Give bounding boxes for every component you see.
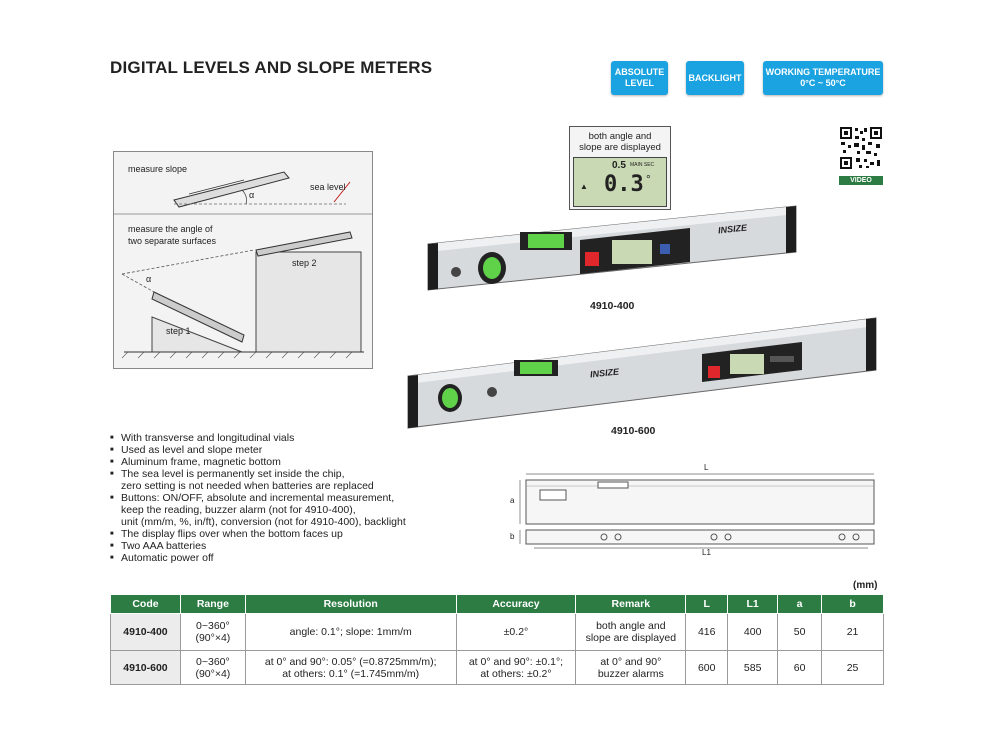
step1-label: step 1 — [166, 326, 191, 336]
table-header-row: Code Range Resolution Accuracy Remark L … — [110, 594, 884, 614]
column-header: b — [821, 594, 884, 614]
column-header: Range — [179, 594, 246, 614]
callout-text-line1: both angle and — [588, 131, 652, 142]
dim-a-label: a — [510, 496, 515, 505]
b-cell: 21 — [821, 613, 884, 651]
column-header: L — [685, 594, 729, 614]
remark-cell: at 0° and 90°buzzer alarms — [575, 650, 687, 685]
cell-line: 0~360° — [196, 620, 230, 632]
dim-b-label: b — [510, 532, 515, 541]
measure-angle-label-line1: measure the angle of — [128, 224, 213, 234]
L-cell: 600 — [685, 650, 729, 685]
cell-line: angle: 0.1°; slope: 1mm/m — [289, 626, 412, 638]
L1-cell: 585 — [727, 650, 779, 685]
page-title: DIGITAL LEVELS AND SLOPE METERS — [110, 58, 433, 77]
column-header: Code — [110, 594, 181, 614]
qr-code-icon — [839, 126, 883, 170]
accuracy-cell: ±0.2° — [455, 613, 577, 651]
spec-table: Code Range Resolution Accuracy Remark L … — [110, 594, 884, 685]
resolution-cell: angle: 0.1°; slope: 1mm/m — [244, 613, 457, 651]
badge-label: WORKING TEMPERATURE 0°C ~ 50°C — [765, 67, 881, 88]
absolute-level-badge: ABSOLUTE LEVEL — [611, 61, 668, 95]
step2-label: step 2 — [292, 258, 317, 268]
callout-text-line2: slope are displayed — [579, 142, 661, 153]
feature-list: With transverse and longitudinal vials U… — [110, 432, 490, 564]
L1-cell: 400 — [727, 613, 779, 651]
table-row: 4910-400 0~360°(90°×4) angle: 0.1°; slop… — [110, 613, 884, 651]
measure-angle-label-line2: two separate surfaces — [128, 236, 217, 246]
dim-L1-label: L1 — [702, 548, 711, 557]
range-cell: 0~360°(90°×4) — [179, 613, 246, 651]
lcd-main-reading: 0.3 — [604, 172, 644, 197]
table-row: 4910-600 0~360°(90°×4) at 0° and 90°: 0.… — [110, 650, 884, 685]
list-item: With transverse and longitudinal vials — [110, 432, 490, 444]
accuracy-cell: at 0° and 90°: ±0.1°;at others: ±0.2° — [455, 650, 577, 685]
list-item-continuation: zero setting is not needed when batterie… — [121, 480, 374, 492]
dim-L-label: L — [704, 463, 709, 472]
measure-slope-label: measure slope — [128, 164, 188, 174]
list-item: The display flips over when the bottom f… — [110, 528, 490, 540]
cell-line: both angle and — [596, 620, 666, 632]
video-qr-code[interactable]: VIDEO — [839, 126, 883, 185]
usage-diagram-drawing — [114, 152, 372, 368]
cell-line: (90°×4) — [195, 667, 231, 680]
backlight-badge: BACKLIGHT — [686, 61, 744, 95]
product-code-label: 4910-400 — [590, 300, 635, 312]
list-item: The sea level is permanently set inside … — [110, 468, 490, 480]
cell-line: slope are displayed — [585, 632, 677, 644]
working-temperature-badge: WORKING TEMPERATURE 0°C ~ 50°C — [763, 61, 883, 95]
resolution-cell: at 0° and 90°: 0.05° (=0.8725mm/m);at ot… — [244, 650, 457, 685]
column-header: a — [777, 594, 823, 614]
code-cell: 4910-600 — [110, 650, 181, 685]
range-cell: 0~360°(90°×4) — [179, 650, 246, 685]
code-cell: 4910-400 — [110, 613, 181, 651]
a-cell: 50 — [777, 613, 823, 651]
dimension-drawing-lines — [519, 473, 875, 549]
list-item: Aluminum frame, magnetic bottom — [110, 456, 490, 468]
b-cell: 25 — [821, 650, 884, 685]
a-cell: 60 — [777, 650, 823, 685]
column-header: Resolution — [244, 594, 457, 614]
lcd-top-unit: MAIN SEC — [630, 162, 655, 168]
column-header: Remark — [575, 594, 687, 614]
sea-level-label: sea level — [310, 182, 346, 192]
display-callout: both angle and slope are displayed 0.5 M… — [569, 126, 671, 210]
cell-line: at 0° and 90° — [600, 655, 662, 668]
cell-line: 0~360° — [196, 655, 230, 668]
dimension-drawing: L a b L1 — [508, 462, 880, 562]
level-4910-400-image — [427, 205, 797, 291]
list-item-continuation: unit (mm/m, %, in/ft), conversion (not f… — [121, 516, 406, 528]
list-item: Buttons: ON/OFF, absolute and incrementa… — [110, 492, 490, 504]
usage-diagram: measure slope sea level α measure the an… — [113, 151, 373, 369]
unit-note: (mm) — [853, 580, 878, 591]
cell-line: ±0.2° — [503, 626, 529, 638]
cell-line: buzzer alarms — [597, 667, 664, 680]
qr-video-label: VIDEO — [839, 176, 883, 185]
cell-line: at 0° and 90°: ±0.1°; — [468, 655, 564, 668]
cell-line: at others: 0.1° (=1.745mm/m) — [282, 667, 420, 680]
badge-label: BACKLIGHT — [688, 72, 742, 83]
lcd-top-reading: 0.5 — [612, 160, 626, 171]
lcd-unit: ° — [646, 172, 651, 186]
alpha-label: α — [249, 190, 255, 200]
cell-line: at 0° and 90°: 0.05° (=0.8725mm/m); — [264, 655, 437, 668]
badge-label: ABSOLUTE LEVEL — [614, 67, 665, 88]
lcd-screen: 0.5 MAIN SEC 0.3 ° ▲ — [573, 157, 667, 207]
product-code-label: 4910-600 — [611, 425, 656, 437]
column-header: Accuracy — [455, 594, 577, 614]
cell-line: at others: ±0.2° — [480, 667, 552, 680]
list-item-continuation: keep the reading, buzzer alarm (not for … — [121, 504, 356, 516]
cell-line: (90°×4) — [195, 632, 231, 644]
L-cell: 416 — [685, 613, 729, 651]
level-4910-600-image — [407, 317, 877, 429]
list-item: Automatic power off — [110, 552, 490, 564]
triangle-icon: ▲ — [580, 182, 588, 191]
list-item: Two AAA batteries — [110, 540, 490, 552]
list-item: Used as level and slope meter — [110, 444, 490, 456]
column-header: L1 — [727, 594, 779, 614]
alpha-label: α — [146, 274, 152, 284]
